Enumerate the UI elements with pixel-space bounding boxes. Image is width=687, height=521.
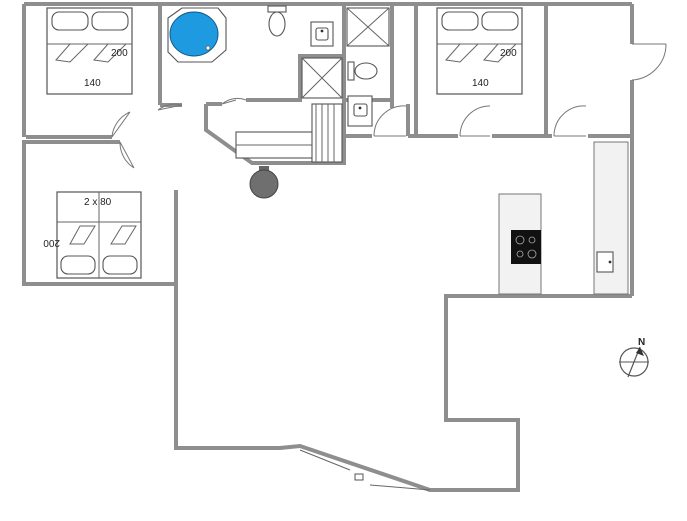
double-bed-icon [46,7,133,95]
sink-icon [310,21,334,47]
door-room-right [553,105,587,137]
bedroom-left: 2 x 80 200 [43,191,142,279]
door-bathroom2 [373,105,407,137]
shower-icon [346,7,390,47]
bed-size-label: 2 x 80 [84,197,112,208]
door-bathroom1 [221,97,247,105]
twin-bed-icon [56,191,142,279]
compass-label: N [638,337,645,348]
hot-tub-icon [167,7,227,63]
double-bed-icon [436,7,523,95]
compass-icon: N [619,337,649,378]
bed-width-label: 140 [84,78,101,89]
bedroom-top-right: 140 200 [436,7,523,95]
door-bedroom-top-right [459,105,491,137]
door-bedroom1 [111,111,131,138]
toilet-icon [267,5,287,37]
bed-length-label: 200 [111,48,128,59]
stairs [235,103,343,163]
door-hallway [157,103,183,111]
kitchen [498,141,629,295]
bedroom-top-left: 140 200 [46,7,133,95]
hot-tub-bathroom [167,5,343,99]
bathroom-2 [346,7,390,127]
wood-stove-icon [249,166,279,199]
walls [22,2,634,492]
shower-icon [301,57,343,99]
sink-icon [596,251,614,273]
door-bedroom-left [119,141,135,169]
bed-width-label: 140 [472,78,489,89]
doors [111,43,667,169]
bed-length-label: 200 [500,48,517,59]
stove-icon [511,230,541,264]
bed-length-label: 200 [43,237,60,248]
sink-icon [347,95,373,127]
toilet-icon [347,61,378,81]
windows [299,449,431,491]
door-exterior [631,43,667,81]
